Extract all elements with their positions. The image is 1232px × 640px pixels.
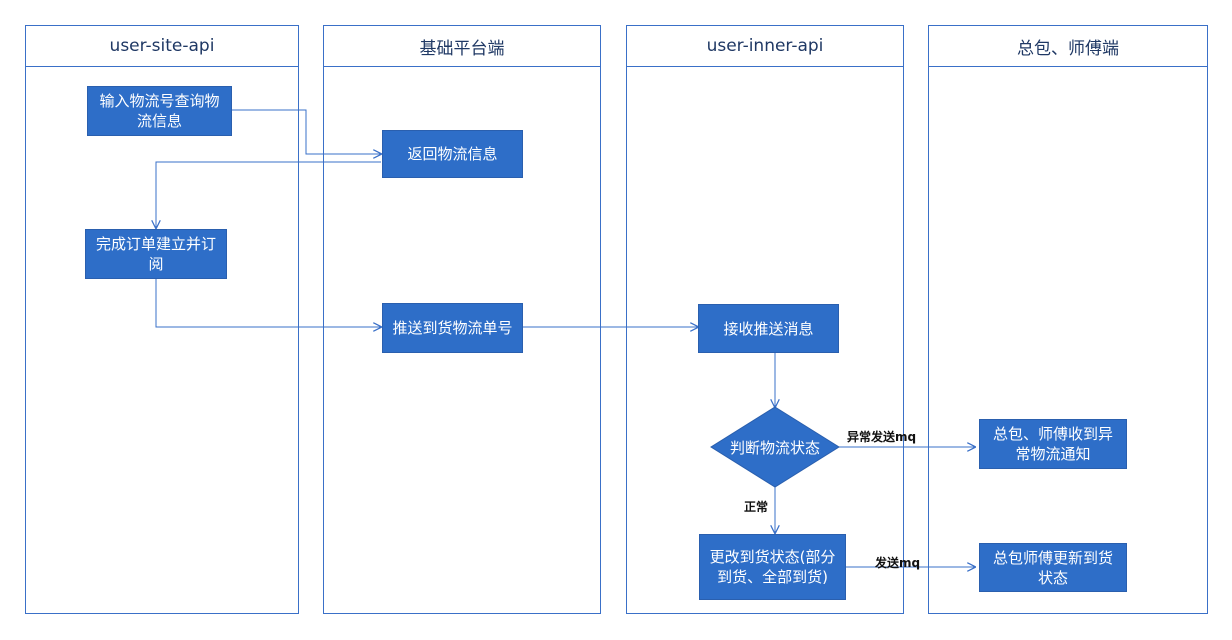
node-update-contractor: 总包师傅更新到货状态 <box>979 543 1127 592</box>
edge-label-abnormal-mq: 异常发送mq <box>847 430 917 444</box>
node-receive-push: 接收推送消息 <box>698 304 839 353</box>
edge-return-to-create <box>156 161 381 228</box>
judge-status-diamond <box>710 406 840 488</box>
node-update-status: 更改到货状态(部分到货、全部到货) <box>699 534 846 600</box>
node-create-order: 完成订单建立并订阅 <box>85 229 227 279</box>
node-push-tracking: 推送到货物流单号 <box>382 303 523 353</box>
node-notify-abnormal: 总包、师傅收到异常物流通知 <box>979 419 1127 469</box>
node-return-info: 返回物流信息 <box>382 130 523 178</box>
edge-input-to-return <box>232 109 381 154</box>
edge-label-send-mq: 发送mq <box>875 556 921 570</box>
edge-create-to-push <box>155 279 381 327</box>
lane-title-contractor: 总包、师傅端 <box>929 26 1207 67</box>
lane-title-user-site-api: user-site-api <box>26 26 298 67</box>
lane-contractor: 总包、师傅端 <box>928 25 1208 614</box>
edge-label-normal: 正常 <box>744 500 769 514</box>
lane-title-platform: 基础平台端 <box>324 26 600 67</box>
lane-title-user-inner-api: user-inner-api <box>627 26 903 67</box>
node-input-query: 输入物流号查询物流信息 <box>87 86 232 136</box>
